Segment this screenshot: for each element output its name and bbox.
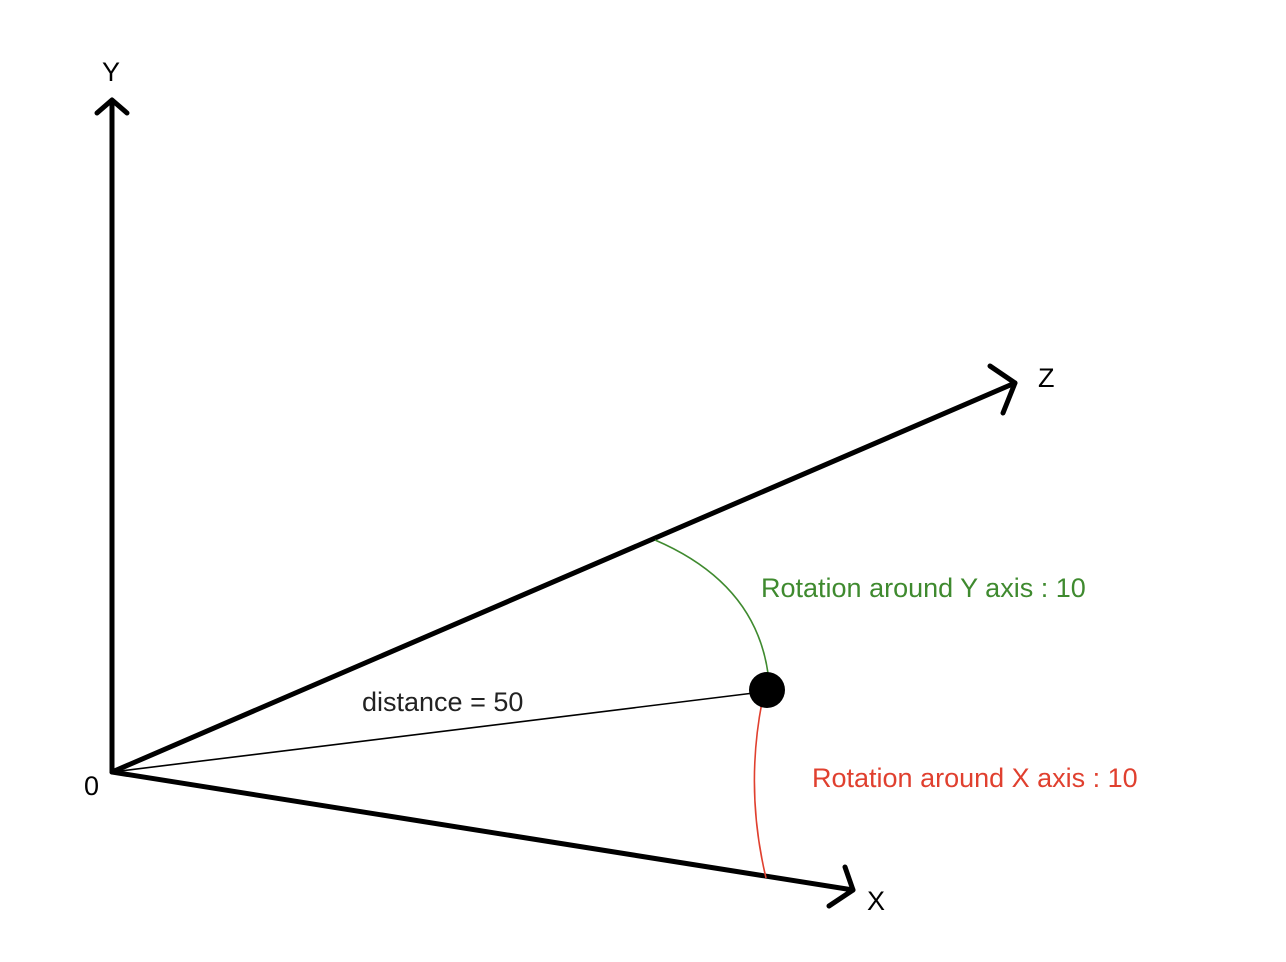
z-axis-arrowhead [987,363,1018,416]
distance-line [111,691,763,773]
x-axis-arrowhead [826,864,856,909]
distance-label: distance = 50 [362,687,523,717]
rotation-y-label: Rotation around Y axis : 10 [761,573,1086,603]
x-axis [109,769,856,893]
point-marker [749,672,785,708]
rotation-y-arc [654,539,770,683]
z-axis-label: Z [1038,363,1055,393]
origin-label: 0 [84,771,99,801]
x-axis-label: X [867,886,885,916]
y-axis-arrowhead [94,97,130,116]
y-axis-label: Y [102,57,120,87]
rotation-x-label: Rotation around X axis : 10 [812,763,1138,793]
rotation-x-arc [753,701,767,879]
z-axis [109,380,1018,775]
